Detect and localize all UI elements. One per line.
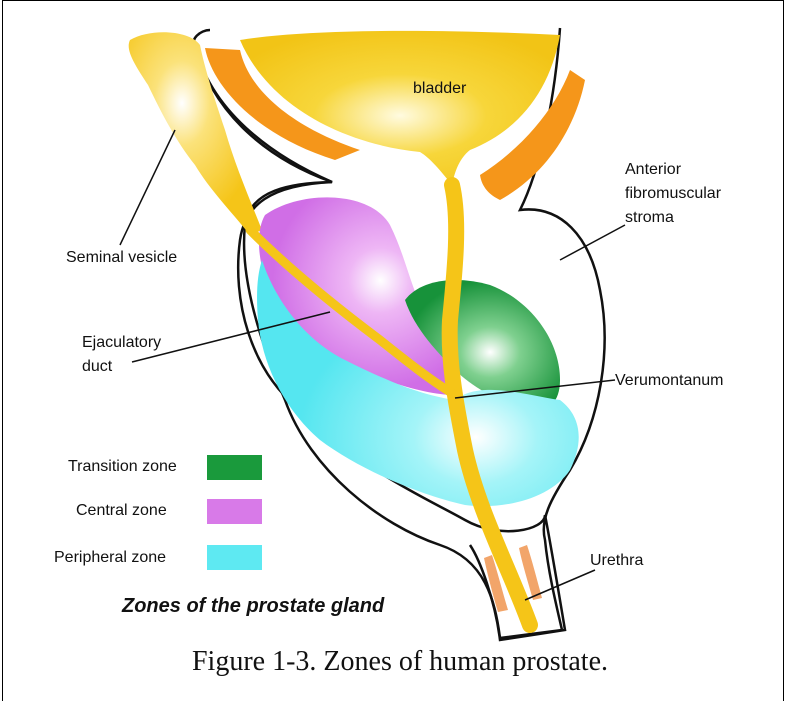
figure-caption: Figure 1-3. Zones of human prostate. xyxy=(0,646,800,678)
seminal-vesicle-label: Seminal vesicle xyxy=(66,249,177,266)
legend: Transition zone Central zone Peripheral … xyxy=(54,455,262,570)
stroma-label-3: stroma xyxy=(625,209,674,226)
legend-swatch-central xyxy=(207,499,262,524)
legend-label-transition: Transition zone xyxy=(68,458,177,475)
ejaculatory-duct-label-2: duct xyxy=(82,358,113,375)
legend-label-peripheral: Peripheral zone xyxy=(54,549,166,566)
legend-swatch-peripheral xyxy=(207,545,262,570)
verumontanum-label: Verumontanum xyxy=(615,372,724,389)
urethra-label: Urethra xyxy=(590,552,643,569)
ejaculatory-duct-label-1: Ejaculatory xyxy=(82,334,161,351)
bladder-label: bladder xyxy=(413,80,467,97)
legend-label-central: Central zone xyxy=(76,502,167,519)
legend-swatch-transition xyxy=(207,455,262,480)
stroma-label-2: fibromuscular xyxy=(625,185,722,202)
stroma-label-1: Anterior xyxy=(625,161,682,178)
stroma-pointer xyxy=(560,225,625,260)
seminal-vesicle-pointer xyxy=(120,130,175,245)
diagram-title: Zones of the prostate gland xyxy=(121,595,385,617)
